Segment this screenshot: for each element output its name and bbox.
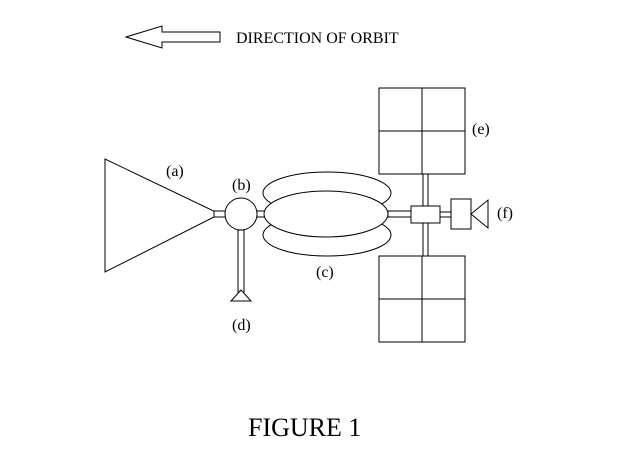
upper-solar-panel <box>378 87 466 175</box>
label-f: (f) <box>497 205 513 222</box>
cone-connector <box>213 210 227 218</box>
label-d: (d) <box>232 317 251 334</box>
torus-front-ring <box>263 190 389 238</box>
sphere-shape <box>224 197 258 231</box>
boom-shape <box>237 229 245 293</box>
torus-connector <box>387 210 413 218</box>
label-b: (b) <box>232 177 251 194</box>
central-hub <box>410 205 441 224</box>
boom-tip-shape <box>229 289 253 302</box>
left-arrow-icon <box>124 25 221 49</box>
figure-caption: FIGURE 1 <box>248 413 361 442</box>
thruster-nozzle <box>470 198 489 230</box>
direction-label: DIRECTION OF ORBIT <box>236 30 399 47</box>
upper-mast <box>422 173 429 207</box>
label-c: (c) <box>316 264 334 281</box>
label-e: (e) <box>472 121 490 138</box>
lower-mast <box>422 222 429 257</box>
cone-shape <box>104 158 222 273</box>
thruster-body <box>450 198 472 230</box>
lower-solar-panel <box>378 255 466 343</box>
hub-connector <box>439 211 452 218</box>
label-a: (a) <box>166 163 184 180</box>
